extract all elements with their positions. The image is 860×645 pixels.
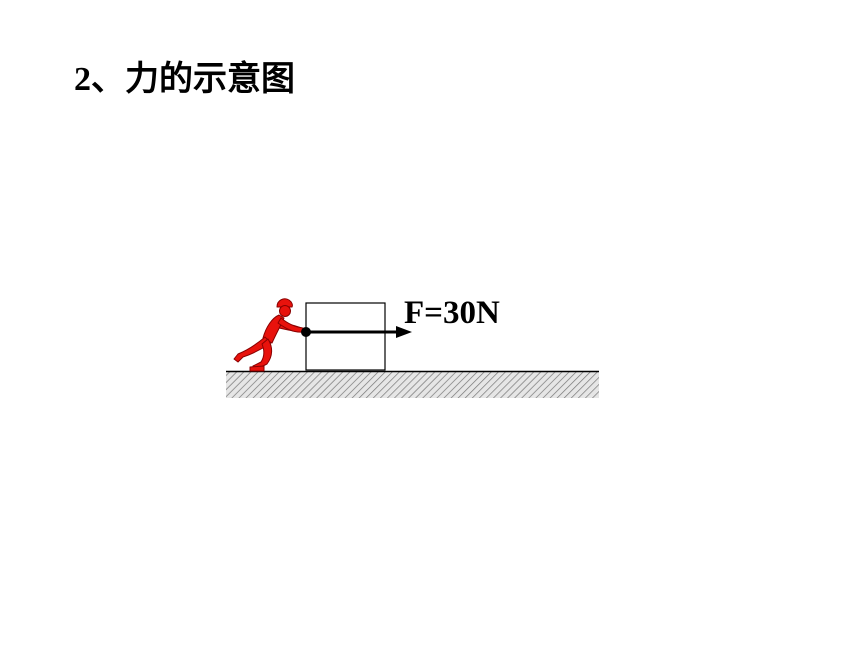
box-icon xyxy=(305,302,386,371)
force-arrow-head xyxy=(396,326,412,338)
ground-hatch xyxy=(226,372,599,398)
pushing-person-icon xyxy=(233,298,304,372)
force-arrow-icon xyxy=(301,326,412,338)
force-label: F=30N xyxy=(404,295,500,331)
ground-icon xyxy=(226,370,599,398)
force-application-point xyxy=(301,327,311,337)
slide-title: 2、力的示意图 xyxy=(74,61,295,98)
